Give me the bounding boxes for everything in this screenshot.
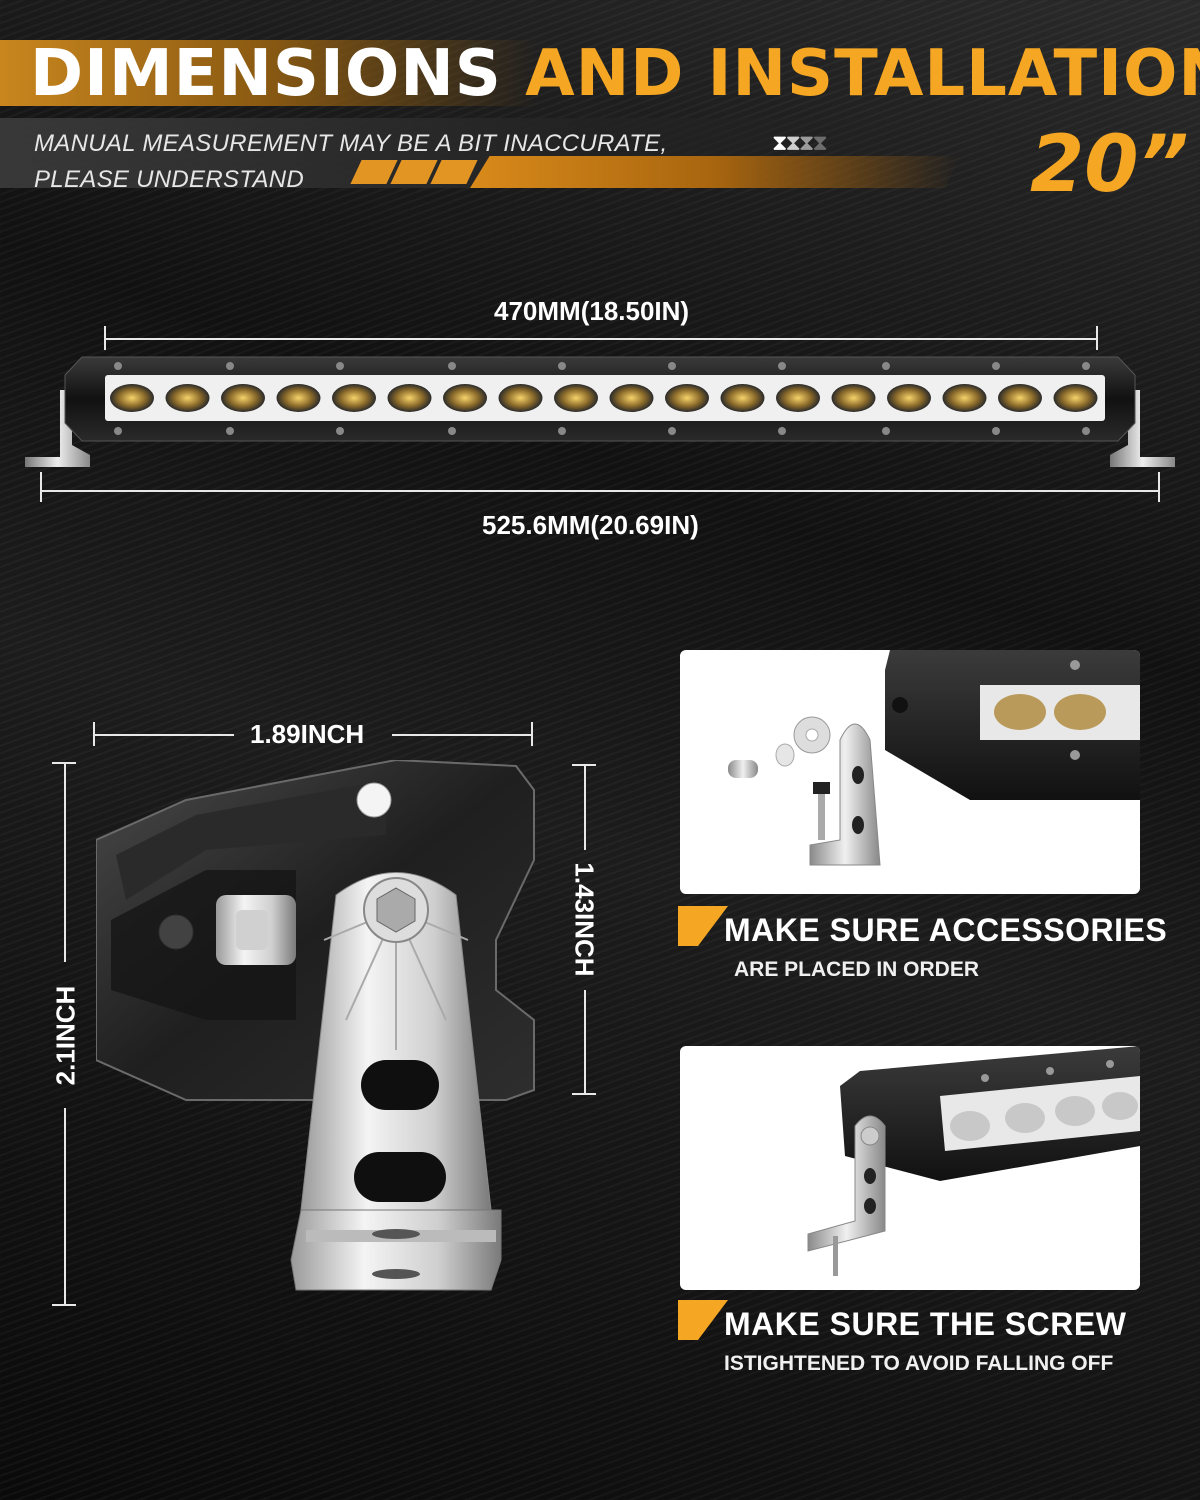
bracket-height-tick-top [52, 762, 76, 764]
led-pod [831, 384, 876, 412]
led-pod [720, 384, 765, 412]
bracket-width-label: 1.89INCH [250, 719, 365, 749]
led-pod [554, 384, 598, 412]
size-label: 20” [1030, 120, 1189, 210]
total-length-tick-left [40, 472, 42, 502]
total-length-tick-right [1158, 472, 1160, 502]
bracket-width-tick-left [93, 722, 95, 746]
led-pod [887, 384, 931, 412]
light-bar-image [25, 356, 1175, 467]
step-2-marker [678, 1300, 728, 1340]
step-2-subtitle: ISTIGHTENED TO AVOID FALLING OFF [724, 1352, 1114, 1375]
total-length-line [40, 490, 1160, 492]
step-2-title: MAKE SURE THE SCREW [724, 1306, 1127, 1342]
bracket-height-inner-label: 1.43INCH [569, 862, 600, 977]
measurement-note: MANUAL MEASUREMENT MAY BE A BIT INACCURA… [34, 126, 667, 198]
led-pod [165, 384, 210, 412]
step-1-marker [678, 906, 728, 946]
subtitle-orange-band [470, 156, 960, 188]
led-pod [387, 384, 432, 412]
bracket-inner-line-bottom [584, 990, 586, 1094]
title-orange: AND INSTALLATION [525, 37, 1200, 111]
led-pod [942, 384, 987, 412]
note-line-1: MANUAL MEASUREMENT MAY BE A BIT INACCURA… [34, 130, 668, 157]
bracket-height-line-top [64, 762, 66, 962]
chevrons-icon: ⧗⧗⧗⧗ [772, 130, 828, 155]
title-band [0, 40, 1200, 106]
inner-length-tick-right [1096, 326, 1098, 350]
led-pod [443, 384, 487, 412]
inner-length-label: 470MM(18.50IN) [494, 296, 690, 326]
led-pod [776, 384, 820, 412]
page-title: DIMENSIONS AND INSTALLATION [30, 36, 1200, 112]
inner-length-tick-left [104, 326, 106, 350]
led-pod [498, 384, 543, 412]
led-pod [276, 384, 321, 412]
bracket-width-line-left [94, 734, 234, 736]
note-line-2: PLEASE UNDERSTAND [34, 166, 305, 193]
bracket-height-total-label: 2.1INCH [50, 985, 81, 1086]
bracket-inner-line-top [584, 764, 586, 850]
bracket-height-line-bottom [64, 1108, 66, 1304]
step-1-title: MAKE SURE ACCESSORIES [724, 912, 1168, 948]
bracket-width-line-right [392, 734, 532, 736]
led-pod [998, 384, 1042, 412]
led-pod [1053, 384, 1098, 412]
step-1-image [680, 650, 1140, 894]
title-white: DIMENSIONS [30, 37, 502, 111]
led-pod [609, 384, 654, 412]
step-2-image [680, 1046, 1140, 1290]
bracket-inner-tick-top [572, 764, 596, 766]
inner-length-line [104, 338, 1098, 340]
total-length-label: 525.6MM(20.69IN) [482, 510, 699, 540]
bracket-width-tick-right [531, 722, 533, 746]
bracket-inner-tick-bottom [572, 1093, 596, 1095]
step-1-subtitle: ARE PLACED IN ORDER [734, 958, 980, 981]
bracket-height-tick-bottom [52, 1304, 76, 1306]
led-pod [110, 384, 154, 412]
led-pod [221, 384, 265, 412]
led-pod [665, 384, 709, 412]
bracket-closeup-image [96, 760, 535, 1291]
led-pod [332, 384, 376, 412]
